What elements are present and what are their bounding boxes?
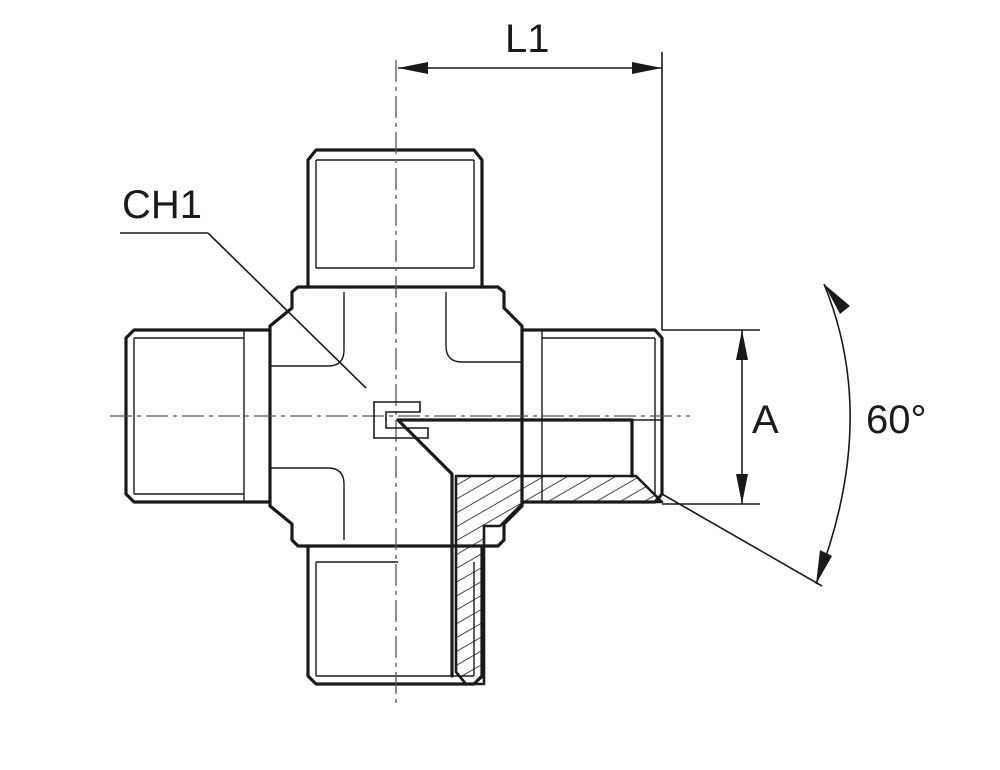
a-dimension	[662, 329, 760, 505]
section-hatch	[454, 474, 664, 686]
top-port	[306, 148, 484, 289]
cross-body	[268, 285, 524, 548]
a-label: A	[752, 398, 779, 442]
ch1-leader	[120, 232, 367, 389]
ch1-label: CH1	[122, 183, 202, 227]
angle-label: 60°	[866, 398, 927, 442]
l1-dimension	[398, 52, 663, 330]
l1-label: L1	[505, 17, 550, 61]
section-cutaway	[396, 418, 664, 686]
marking-symbol	[373, 401, 429, 439]
angle-dimension	[661, 283, 851, 587]
